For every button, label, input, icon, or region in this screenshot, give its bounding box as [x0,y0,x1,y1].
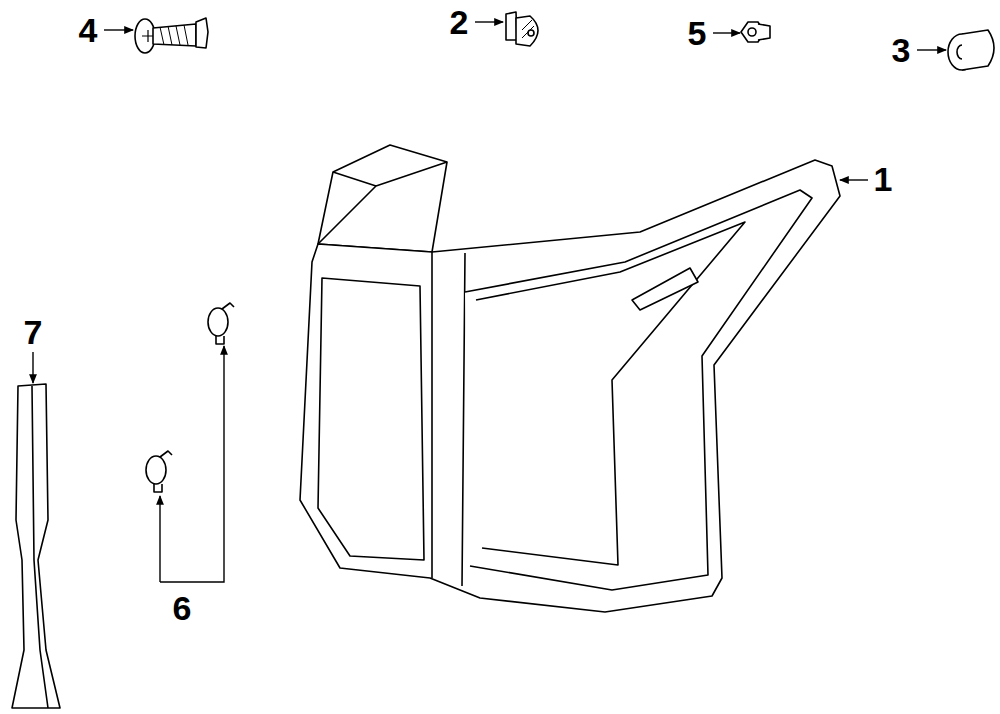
grommet [948,30,994,70]
trim-strip [12,384,60,708]
callout-number: 7 [23,315,44,349]
clip [146,451,172,492]
callout-number: 4 [78,13,99,47]
clip [506,12,538,46]
callout-number: 1 [873,162,894,196]
callout-number: 2 [449,5,470,39]
tail-lamp [300,145,840,612]
callout-number: 5 [687,16,708,50]
leader-lines [33,22,946,582]
clip [208,303,234,344]
callout-number: 6 [172,591,193,625]
callout-number: 3 [891,33,912,67]
nut [741,22,770,42]
screw [135,18,208,53]
